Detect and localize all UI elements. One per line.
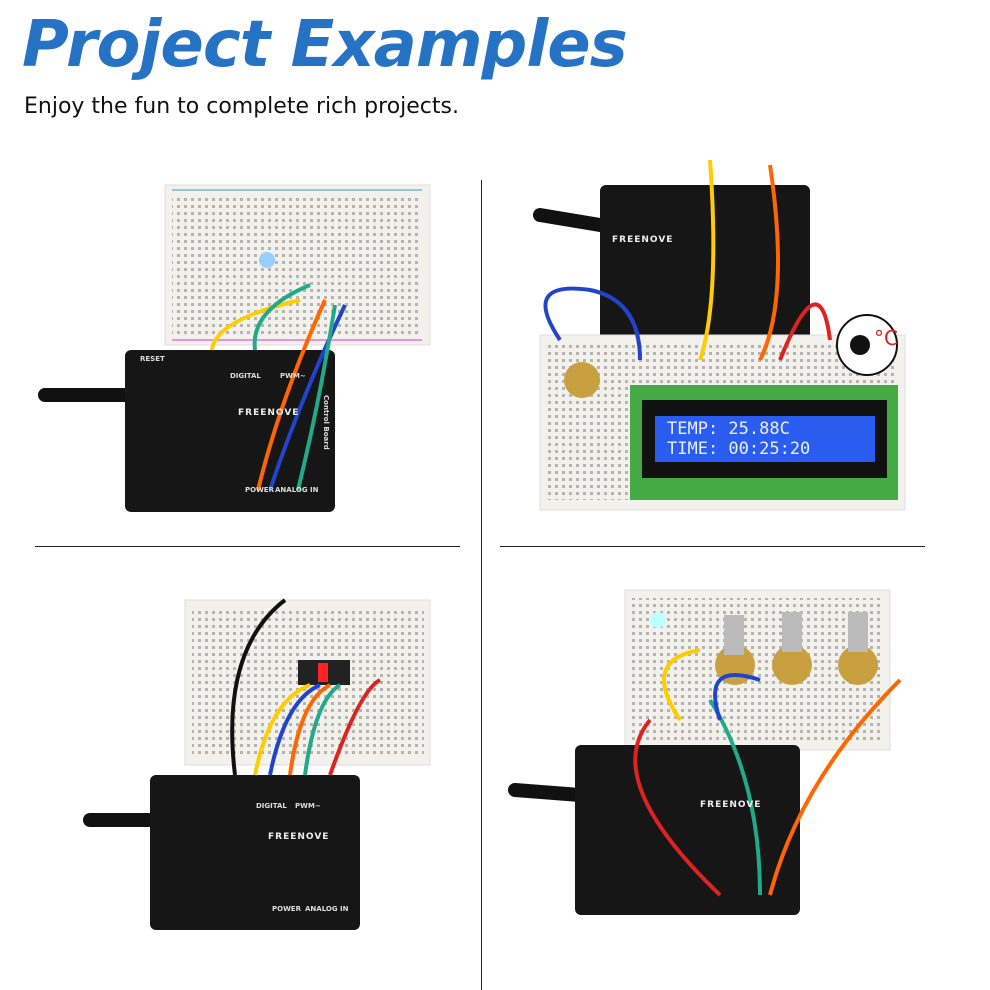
board-brand-3: FREENOVE	[268, 832, 330, 842]
control-board	[125, 350, 335, 512]
led	[259, 252, 275, 268]
control-board	[150, 775, 360, 930]
board-digital-label: DIGITAL	[230, 372, 261, 380]
control-board	[600, 185, 810, 365]
breadboard-holes	[172, 195, 422, 335]
board-brand: FREENOVE	[238, 408, 300, 418]
board-digital-label-3: DIGITAL	[256, 802, 287, 810]
board-analog-label: ANALOG IN	[275, 486, 319, 494]
potentiometer	[564, 362, 600, 398]
board-power-label-3: POWER	[272, 905, 301, 913]
potentiometer-shaft	[782, 612, 802, 652]
board-pwm-label-3: PWM~	[295, 802, 321, 810]
wire	[713, 673, 761, 721]
potentiometer-shaft	[848, 612, 868, 652]
board-brand-4: FREENOVE	[700, 800, 762, 810]
board-brand-2: FREENOVE	[612, 235, 674, 245]
wire	[256, 299, 327, 491]
wire	[303, 683, 342, 776]
page-subtitle: Enjoy the fun to complete rich projects.	[24, 94, 459, 119]
thermistor	[850, 335, 870, 355]
board-pwm-label: PWM~	[280, 372, 306, 380]
wire	[543, 286, 642, 361]
wire	[253, 683, 311, 776]
wire	[288, 683, 331, 776]
wire	[768, 678, 902, 896]
board-control-label: Control Board	[322, 395, 330, 450]
wire	[210, 298, 301, 351]
usb-cable	[508, 783, 587, 802]
potentiometer-shaft	[724, 615, 744, 655]
potentiometer	[838, 645, 878, 685]
lcd-line-2: TIME: 00:25:20	[667, 439, 811, 459]
lit-led-segment	[318, 663, 328, 682]
potentiometer-shafts	[724, 612, 868, 655]
board-analog-label-3: ANALOG IN	[305, 905, 349, 913]
wire	[252, 283, 311, 351]
project-rgb-potentiometers	[508, 589, 902, 915]
project-led-bar-graph	[83, 598, 431, 930]
wire	[708, 698, 762, 896]
potentiometer	[772, 645, 812, 685]
wire	[778, 302, 832, 361]
wire	[268, 304, 347, 491]
lcd-line-1: TEMP: 25.88C	[667, 419, 790, 439]
usb-cable	[533, 208, 607, 232]
divider-vertical	[481, 180, 482, 990]
board-reset-label: RESET	[140, 355, 165, 363]
wire	[328, 678, 382, 776]
wire	[230, 598, 287, 776]
wire	[633, 718, 722, 897]
control-board	[575, 745, 800, 915]
project-led-photoresistor	[38, 184, 431, 512]
wire	[662, 648, 701, 722]
temperature-unit: °C	[874, 326, 898, 350]
wire	[758, 164, 780, 361]
board-power-label: POWER	[245, 486, 274, 494]
divider-horizontal-right	[500, 546, 925, 547]
page-title: Project Examples	[22, 8, 628, 82]
rgb-led	[650, 612, 666, 628]
divider-horizontal-left	[35, 546, 460, 547]
wire	[698, 159, 716, 361]
wire	[268, 683, 321, 776]
wire	[296, 304, 337, 491]
